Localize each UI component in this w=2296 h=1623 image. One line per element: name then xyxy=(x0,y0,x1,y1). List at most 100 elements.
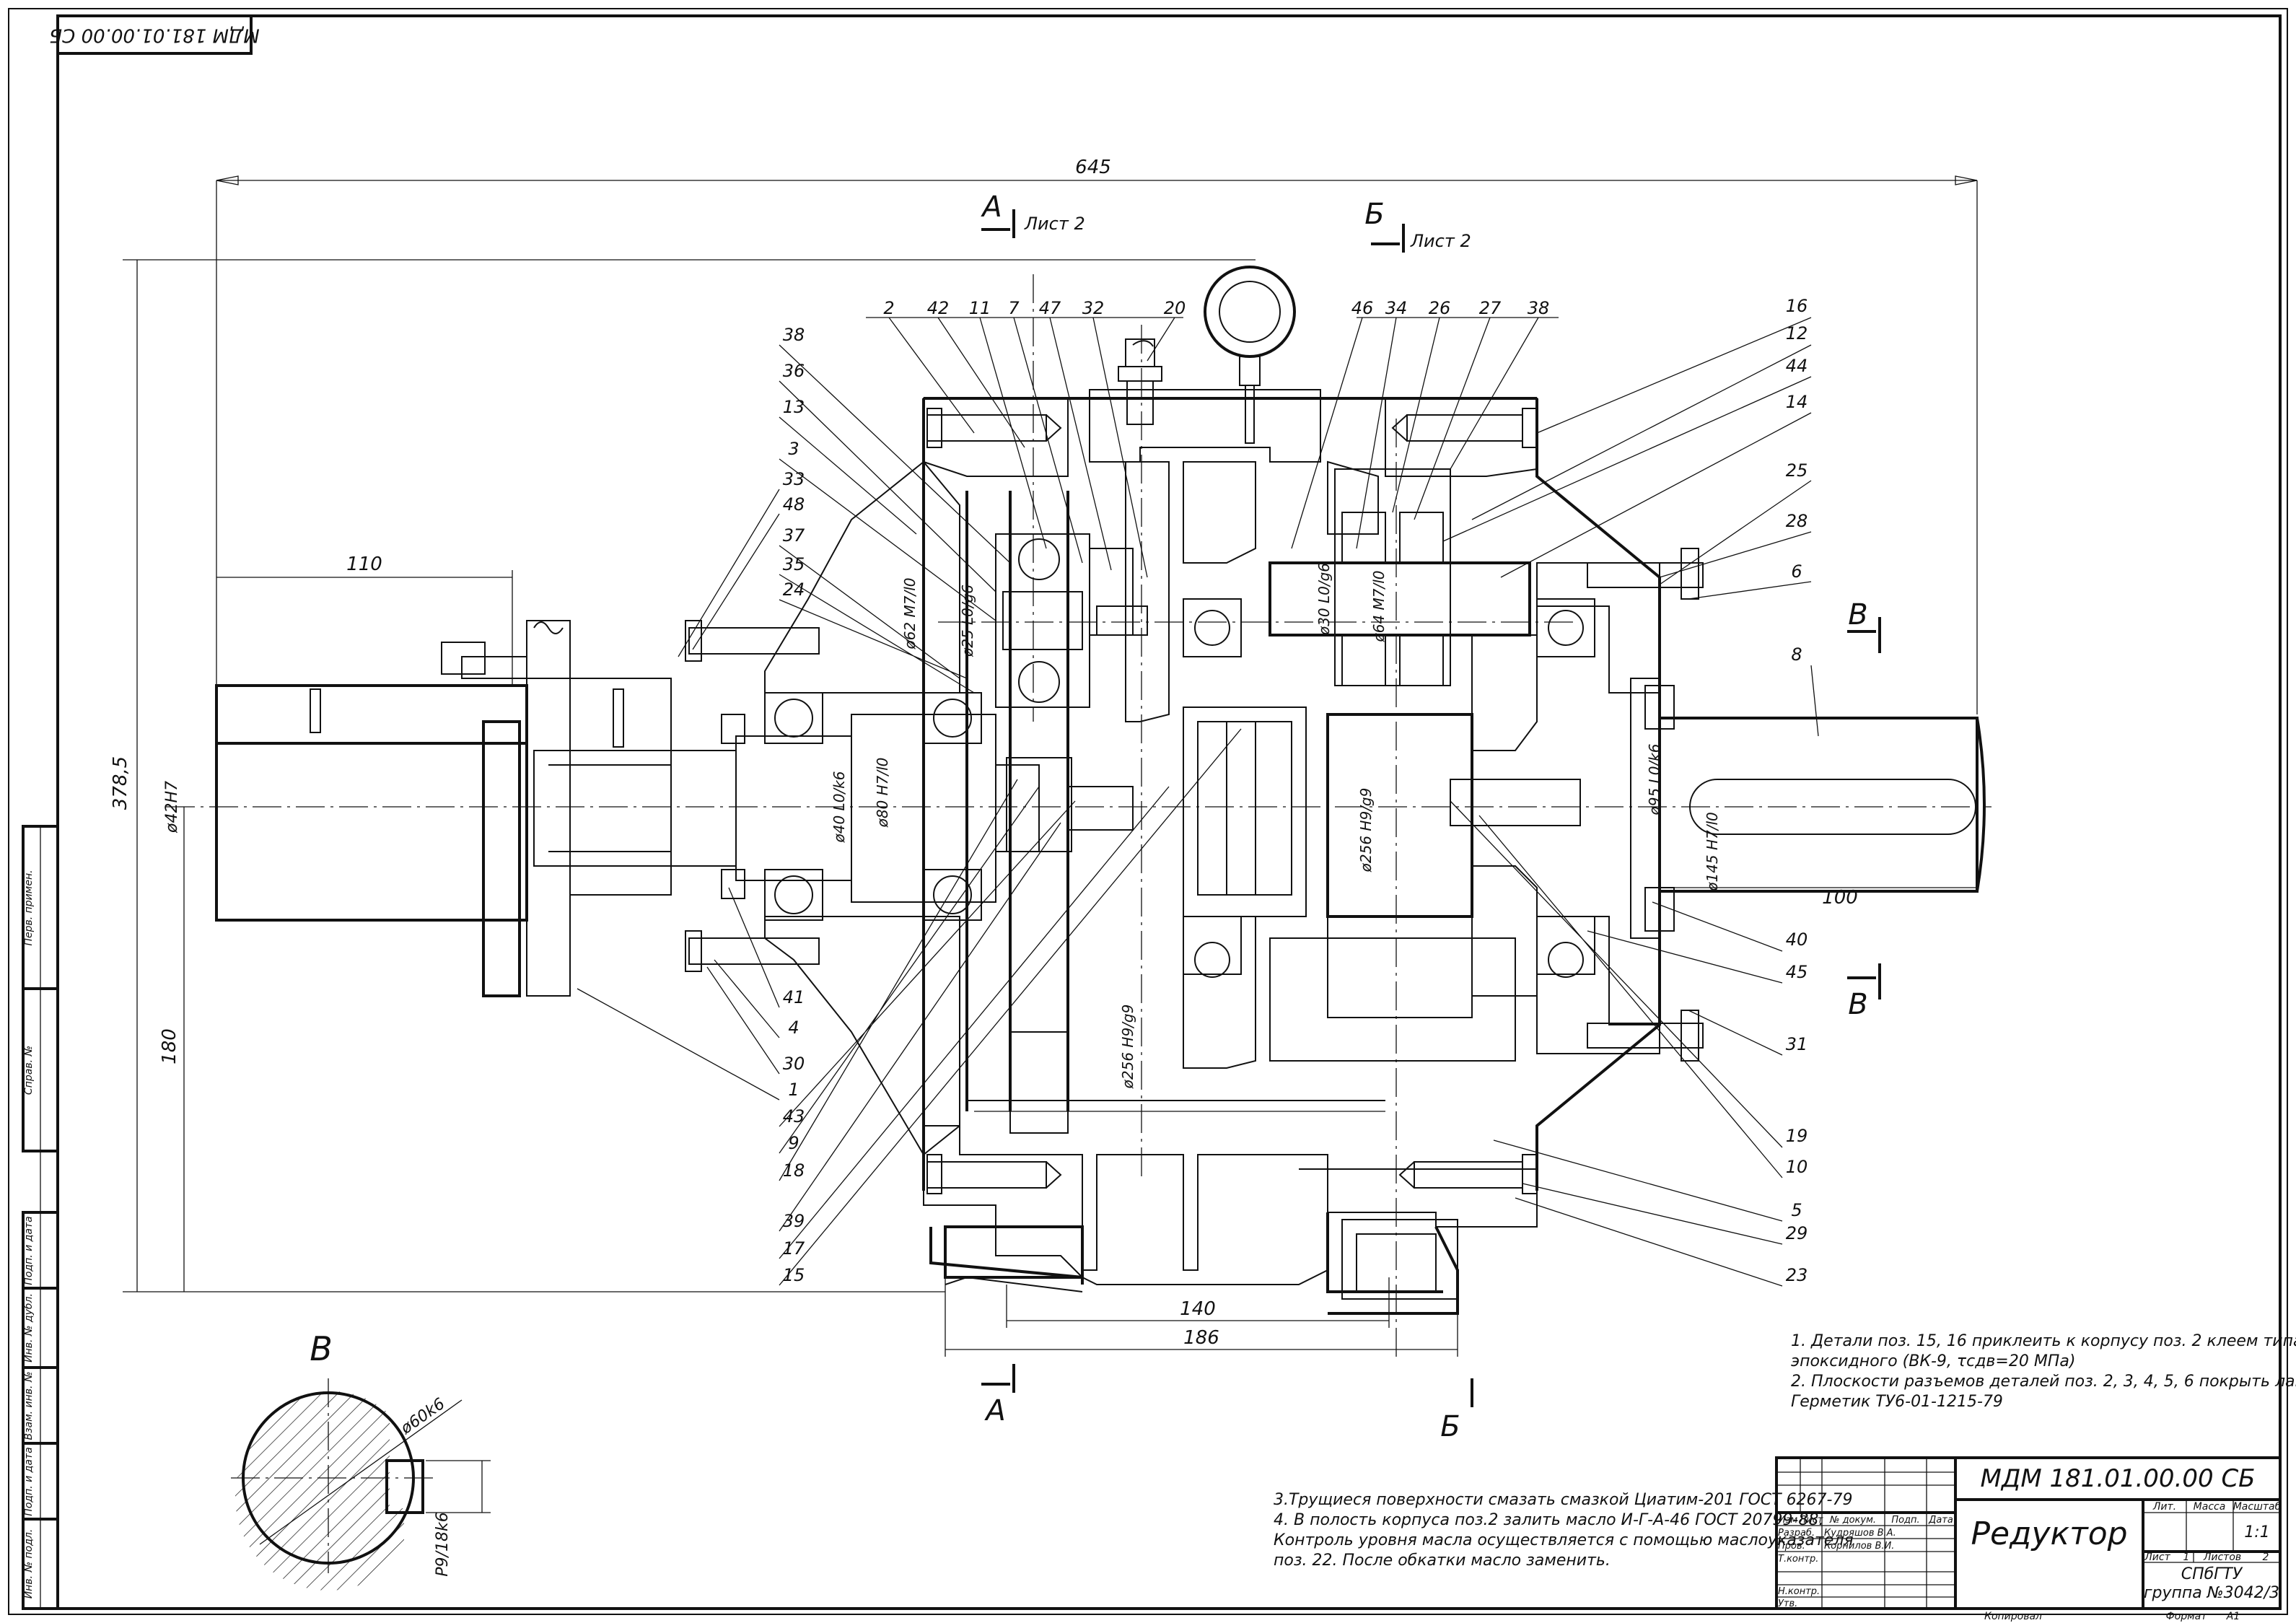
breather-plug xyxy=(1118,338,1162,425)
svg-text:186: 186 xyxy=(1183,1327,1219,1349)
svg-text:6: 6 xyxy=(1791,561,1802,582)
technical-requirements-top: 1. Детали поз. 15, 16 приклеить к корпус… xyxy=(1791,1332,2296,1411)
svg-text:24: 24 xyxy=(783,579,805,600)
svg-text:32: 32 xyxy=(1082,298,1105,318)
svg-text:Утв.: Утв. xyxy=(1778,1598,1797,1609)
section-markers: А Лист 2 Б Лист 2 А Б В В xyxy=(980,191,1881,1443)
svg-text:1: 1 xyxy=(788,1080,799,1100)
svg-text:28: 28 xyxy=(1786,511,1808,531)
svg-text:группа №3042/3: группа №3042/3 xyxy=(2144,1584,2279,1602)
svg-text:38: 38 xyxy=(1528,298,1550,318)
svg-text:37: 37 xyxy=(783,525,805,546)
housing-right-end xyxy=(1536,562,1660,694)
svg-text:ø42H7: ø42H7 xyxy=(163,781,181,834)
svg-text:ø64 M7/l0: ø64 M7/l0 xyxy=(1370,570,1388,642)
dimensions: 645 378,5 180 110 100 140 186 ø42H7 ø40 … xyxy=(110,157,1978,1357)
view-v-section: В ø60k6 P9/18k6 xyxy=(231,1329,491,1591)
svg-text:№ докум.: № докум. xyxy=(1829,1515,1876,1526)
svg-text:8: 8 xyxy=(1791,644,1802,665)
svg-text:Разраб.: Разраб. xyxy=(1778,1528,1815,1539)
base-foot-right xyxy=(1341,1219,1458,1300)
svg-text:СПбГТУ: СПбГТУ xyxy=(2181,1565,2243,1583)
flange-bolt-top-right xyxy=(1391,408,1538,448)
central-partition xyxy=(1125,461,1170,722)
svg-text:19: 19 xyxy=(1786,1126,1808,1146)
svg-text:Копировал: Копировал xyxy=(1984,1611,2042,1622)
svg-text:Формат: Формат xyxy=(2166,1611,2208,1622)
main-gear xyxy=(1183,706,1595,1018)
svg-text:3: 3 xyxy=(788,439,799,459)
svg-text:Лист: Лист xyxy=(2144,1552,2170,1563)
svg-text:10: 10 xyxy=(1786,1157,1808,1177)
end-cover-bolts xyxy=(685,548,1704,1062)
svg-text:ø95 L0/k6: ø95 L0/k6 xyxy=(1646,744,1663,816)
corner-code: МДМ 181.01.00.00 СБ xyxy=(49,25,259,46)
svg-text:ø80 H7/l0: ø80 H7/l0 xyxy=(874,758,891,828)
svg-text:Кудряшов В.А.: Кудряшов В.А. xyxy=(1824,1528,1896,1539)
svg-text:36: 36 xyxy=(783,361,805,381)
svg-text:47: 47 xyxy=(1039,298,1061,318)
svg-text:5: 5 xyxy=(1791,1200,1802,1220)
svg-text:38: 38 xyxy=(783,325,805,345)
svg-text:645: 645 xyxy=(1075,157,1111,178)
housing-right-flange xyxy=(1385,398,1538,477)
svg-text:29: 29 xyxy=(1786,1223,1808,1243)
svg-text:Подп. и дата: Подп. и дата xyxy=(23,1216,35,1285)
svg-text:42: 42 xyxy=(927,298,950,318)
svg-text:МДМ 181.01.00.00 СБ: МДМ 181.01.00.00 СБ xyxy=(1980,1464,2255,1493)
svg-text:ø256 H9/g9: ø256 H9/g9 xyxy=(1357,788,1375,873)
svg-text:ø25 L0/g6: ø25 L0/g6 xyxy=(959,585,976,657)
svg-text:Подп.: Подп. xyxy=(1891,1515,1919,1526)
svg-text:31: 31 xyxy=(1786,1034,1808,1054)
svg-text:Подп. и дата: Подп. и дата xyxy=(23,1447,35,1515)
svg-text:Инв. № дубл.: Инв. № дубл. xyxy=(23,1293,35,1362)
position-leaders-lower-right: 40 45 31 19 10 5 29 23 xyxy=(1450,800,1808,1287)
housing-bottom xyxy=(923,1125,1328,1285)
svg-text:Б: Б xyxy=(1440,1410,1460,1443)
flange-bolt-bottom-right xyxy=(1398,1154,1538,1194)
svg-text:35: 35 xyxy=(783,554,805,574)
svg-text:Лист: Лист xyxy=(1799,1515,1823,1526)
svg-text:Листов: Листов xyxy=(2203,1552,2241,1563)
svg-text:20: 20 xyxy=(1164,298,1186,318)
svg-text:1: 1 xyxy=(2183,1552,2190,1563)
svg-text:ø30 L0/g6: ø30 L0/g6 xyxy=(1315,563,1333,636)
svg-text:33: 33 xyxy=(783,469,805,489)
svg-text:ø40 L0/k6: ø40 L0/k6 xyxy=(831,771,848,844)
gearbox-section-view: 645 378,5 180 110 100 140 186 ø42H7 ø40 … xyxy=(110,157,1992,1443)
svg-text:27: 27 xyxy=(1479,298,1502,318)
svg-text:2: 2 xyxy=(883,298,894,318)
first-stage-gear xyxy=(965,491,1148,1134)
svg-text:А: А xyxy=(983,1394,1005,1427)
svg-text:40: 40 xyxy=(1786,929,1808,950)
svg-text:В: В xyxy=(310,1329,333,1368)
output-shaft xyxy=(1630,678,1986,939)
svg-text:Н.контр.: Н.контр. xyxy=(1778,1586,1820,1597)
svg-text:Лист 2: Лист 2 xyxy=(1024,214,1085,234)
sheet-inner-frame xyxy=(56,14,2282,1610)
svg-text:18: 18 xyxy=(783,1160,805,1181)
eye-bolt xyxy=(1204,266,1296,444)
position-leaders-top: 2 42 11 7 47 32 20 46 34 26 27 38 xyxy=(866,298,1559,578)
svg-text:23: 23 xyxy=(1786,1265,1808,1285)
svg-text:48: 48 xyxy=(783,494,805,515)
svg-text:Масштаб: Масштаб xyxy=(2233,1501,2282,1513)
svg-text:В: В xyxy=(1848,598,1867,631)
svg-text:Пров.: Пров. xyxy=(1778,1541,1805,1552)
svg-text:P9/18k6: P9/18k6 xyxy=(434,1512,452,1576)
svg-text:16: 16 xyxy=(1786,296,1808,316)
svg-text:14: 14 xyxy=(1786,392,1808,412)
base-foot-left xyxy=(944,1225,1084,1279)
svg-text:110: 110 xyxy=(346,554,382,575)
svg-text:Лит.: Лит. xyxy=(2152,1501,2176,1513)
svg-text:2: 2 xyxy=(2263,1552,2269,1563)
svg-text:А: А xyxy=(980,191,1002,224)
corner-code-box xyxy=(56,14,253,55)
svg-text:26: 26 xyxy=(1429,298,1451,318)
side-stamp: Перв. примен. Справ. № Подп. и дата Инв.… xyxy=(22,825,59,1610)
svg-text:43: 43 xyxy=(783,1106,805,1127)
svg-text:Взам. инв. №: Взам. инв. № xyxy=(23,1371,35,1440)
svg-text:46: 46 xyxy=(1351,298,1374,318)
svg-text:100: 100 xyxy=(1822,887,1858,909)
